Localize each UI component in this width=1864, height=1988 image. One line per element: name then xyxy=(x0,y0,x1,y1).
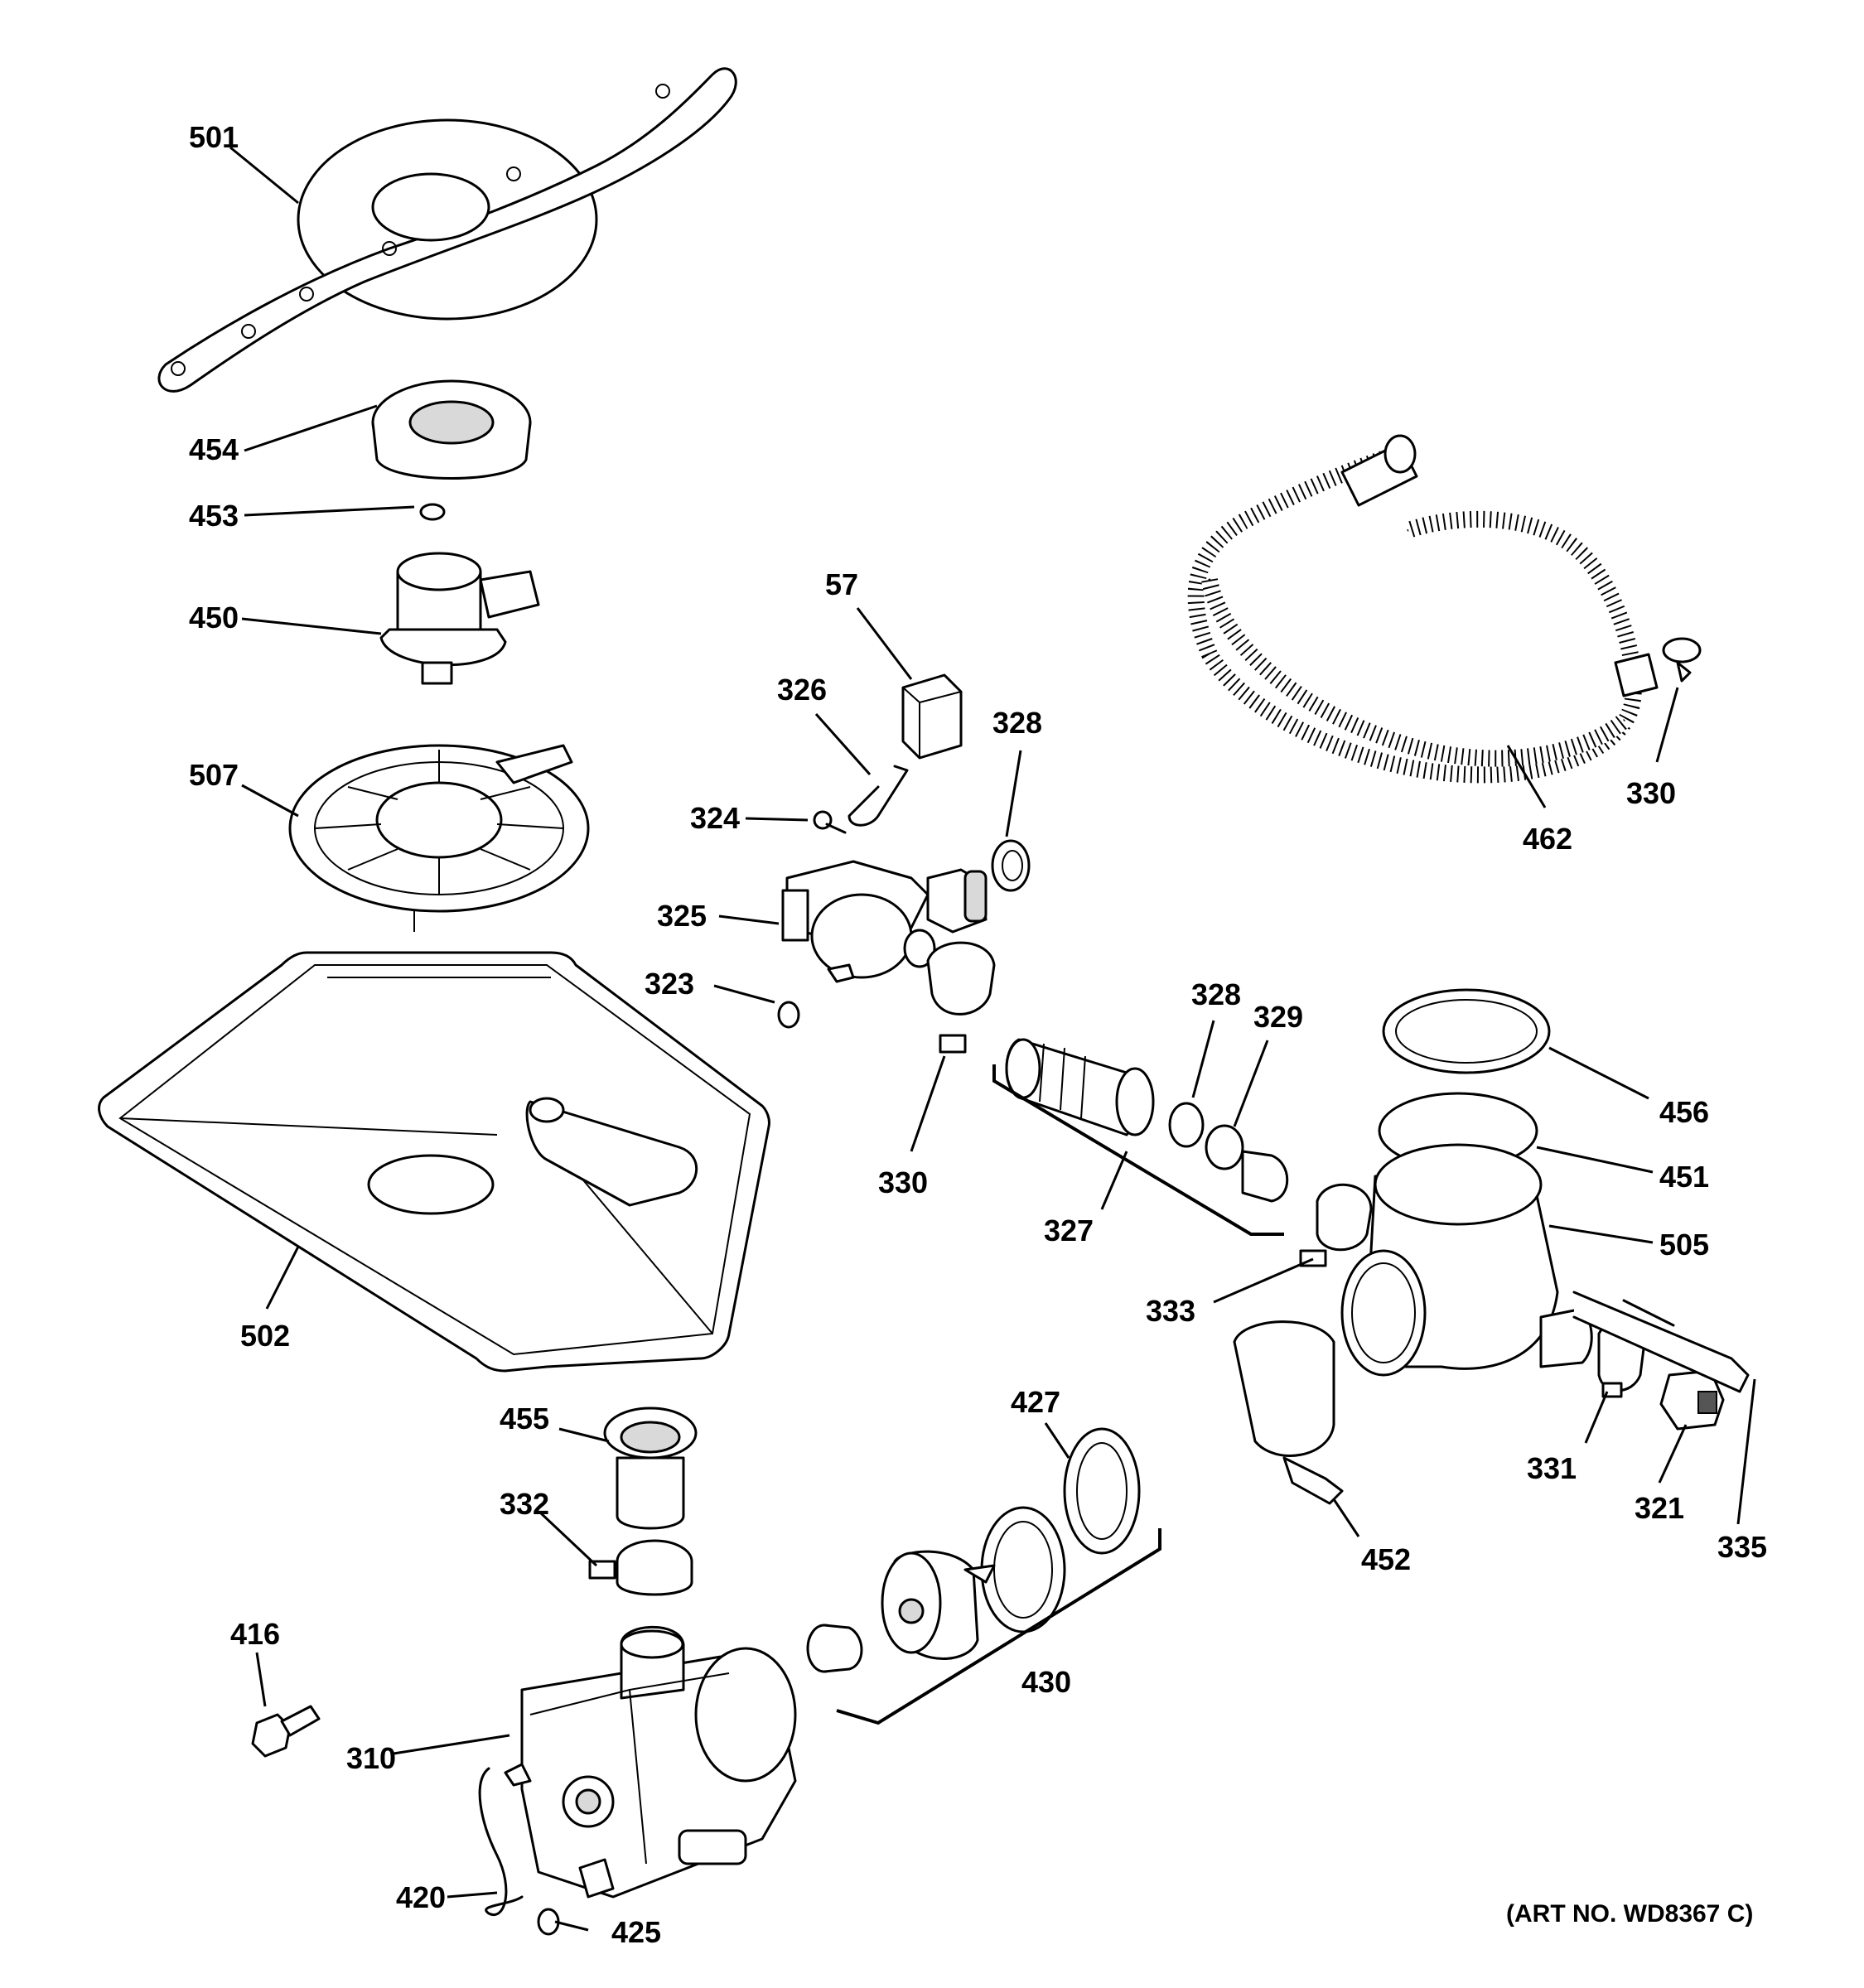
screw-324 xyxy=(813,810,847,834)
clamp-330-right xyxy=(1662,637,1702,683)
heater-probe-335 xyxy=(1572,1291,1750,1393)
sensor-321 xyxy=(1659,1369,1725,1431)
callout-328-upper: 328 xyxy=(992,706,1042,740)
callout-502: 502 xyxy=(240,1319,290,1353)
art-number: (ART NO. WD8367 C) xyxy=(1506,1900,1753,1928)
callout-326: 326 xyxy=(777,673,827,707)
callout-310: 310 xyxy=(346,1741,396,1775)
filter-507 xyxy=(288,744,590,932)
callout-456: 456 xyxy=(1659,1095,1709,1129)
callout-451: 451 xyxy=(1659,1160,1709,1194)
hub-454 xyxy=(371,379,532,480)
manifold-450 xyxy=(379,552,540,685)
callout-335: 335 xyxy=(1717,1530,1767,1564)
callout-450: 450 xyxy=(189,601,239,635)
callout-416: 416 xyxy=(230,1617,280,1651)
clamp-332 xyxy=(588,1539,693,1596)
callout-323: 323 xyxy=(645,967,694,1001)
callout-labels: 501 454 453 450 507 502 57 326 328 324 3… xyxy=(189,120,1767,1949)
callout-453: 453 xyxy=(189,499,239,533)
impeller-assembly-430 xyxy=(806,1506,1066,1673)
callout-454: 454 xyxy=(189,432,239,466)
clamp-330-middle xyxy=(926,941,996,1054)
callout-327: 327 xyxy=(1044,1214,1094,1247)
seal-455 xyxy=(603,1407,698,1530)
ring-427 xyxy=(1063,1427,1141,1555)
callout-505: 505 xyxy=(1659,1228,1709,1262)
callout-57: 57 xyxy=(825,567,858,601)
grommet-323 xyxy=(777,1001,800,1029)
callout-501: 501 xyxy=(189,120,239,154)
callout-333: 333 xyxy=(1146,1294,1195,1328)
bolt-416 xyxy=(251,1705,321,1758)
clamp-333 xyxy=(1299,1183,1373,1267)
sump-505 xyxy=(1340,1143,1593,1377)
callout-330-middle: 330 xyxy=(878,1165,928,1199)
wire-326 xyxy=(847,765,909,827)
callout-331: 331 xyxy=(1527,1451,1577,1485)
spray-arm-501 xyxy=(157,67,737,393)
leader-lines xyxy=(229,146,1756,1932)
callout-321: 321 xyxy=(1635,1491,1684,1525)
valve-325 xyxy=(781,860,988,983)
callout-325: 325 xyxy=(657,899,707,933)
callout-329: 329 xyxy=(1253,1000,1303,1034)
gasket-456 xyxy=(1382,988,1551,1074)
callout-332: 332 xyxy=(500,1487,549,1521)
group-brackets xyxy=(836,1064,1284,1725)
pump-motor-310 xyxy=(504,1625,797,1899)
callout-420: 420 xyxy=(396,1880,446,1914)
ring-328-upper xyxy=(991,839,1031,892)
clamp-452 xyxy=(1233,1320,1344,1505)
callout-507: 507 xyxy=(189,758,239,792)
ring-328-middle xyxy=(1168,1102,1205,1148)
callout-328-middle: 328 xyxy=(1191,977,1241,1011)
o-ring-453 xyxy=(419,503,446,521)
callout-324: 324 xyxy=(690,801,740,835)
valve-329 xyxy=(1205,1124,1289,1203)
callout-330-right: 330 xyxy=(1626,776,1676,810)
callout-455: 455 xyxy=(500,1402,549,1436)
callout-462: 462 xyxy=(1523,822,1572,856)
callout-452: 452 xyxy=(1361,1542,1411,1576)
drain-hose-462 xyxy=(1187,434,1659,784)
tube-327 xyxy=(1005,1038,1155,1136)
block-57 xyxy=(901,673,963,760)
wire-420 xyxy=(478,1767,524,1917)
callout-430: 430 xyxy=(1021,1665,1071,1699)
callout-425: 425 xyxy=(611,1915,661,1949)
sump-tray-502 xyxy=(98,951,770,1373)
callout-427: 427 xyxy=(1011,1385,1060,1419)
